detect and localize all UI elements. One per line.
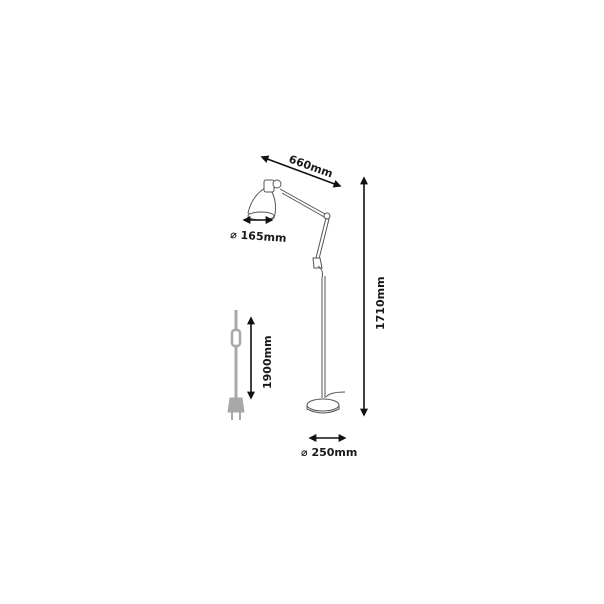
base-diameter-label: ⌀ 250mm — [301, 446, 357, 459]
arm-reach-arrow — [260, 155, 342, 188]
shade-diameter-label: ⌀ 165mm — [230, 228, 287, 245]
dimension-arrows — [242, 155, 368, 442]
height-label: 1710mm — [374, 276, 387, 330]
arm-reach-label: 660mm — [287, 153, 335, 181]
cable-illustration — [227, 310, 245, 420]
cable-length-label: 1900mm — [261, 335, 274, 389]
